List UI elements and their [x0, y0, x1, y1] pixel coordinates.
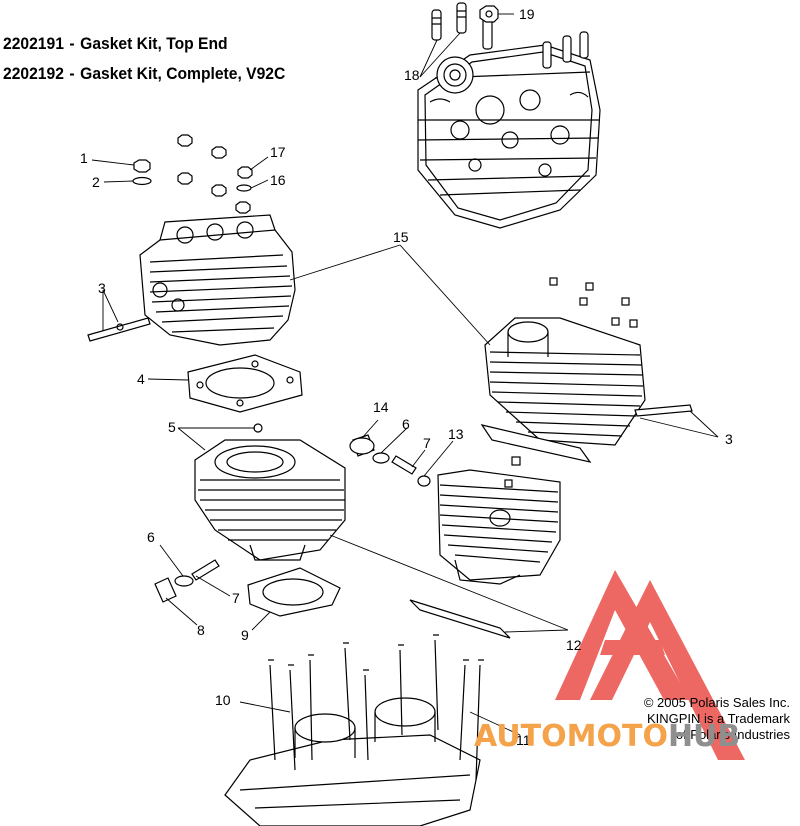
dowel-pin-3: [87, 317, 151, 342]
callout-10: 10: [215, 692, 231, 708]
copyright-block: © 2005 Polaris Sales Inc. KINGPIN is a T…: [644, 695, 790, 743]
kit-description: Gasket Kit, Top End: [80, 34, 228, 53]
kit-separator: -: [69, 34, 75, 53]
callout-11: 11: [516, 732, 531, 748]
rear-cylinder: [484, 277, 646, 446]
rear-cylinder-head: [417, 44, 601, 229]
copyright-line: © 2005 Polaris Sales Inc.: [643, 695, 790, 710]
watermark-text-part2: HUB: [667, 719, 741, 754]
stud-18: [431, 2, 589, 69]
callout-14: 14: [373, 399, 389, 415]
front-cylinder-head: [139, 214, 296, 346]
kit-line-top-end: 2202191-Gasket Kit, Top End: [3, 34, 228, 54]
callout-5: 5: [168, 419, 176, 435]
base-gasket-right: [480, 424, 592, 463]
dowel-pin-3-right: [634, 404, 693, 417]
callout-6: 6: [147, 529, 155, 545]
kit-separator: -: [69, 64, 75, 83]
callout-3: 3: [98, 280, 106, 296]
watermark-text: AUTOMOTOHUB: [474, 719, 740, 754]
kit-description: Gasket Kit, Complete, V92C: [80, 64, 286, 83]
callout-16: 16: [270, 172, 286, 188]
callout-2: 2: [92, 174, 100, 190]
crankcase-assembly: [224, 634, 484, 826]
rear-cylinder-lower: [437, 456, 561, 585]
callout-7: 7: [423, 435, 431, 451]
callout-1: 1: [80, 150, 88, 166]
callout-12: 12: [566, 637, 582, 653]
callout-8: 8: [197, 622, 205, 638]
callout-18: 18: [404, 67, 420, 83]
callout-15: 15: [393, 229, 409, 245]
callout-17: 17: [270, 144, 286, 160]
trademark-line: KINGPIN is a Trademark: [646, 711, 790, 726]
kit-number: 2202191: [3, 34, 64, 53]
watermark-text-part1: AUTOMOTO: [474, 719, 668, 754]
callout-19: 19: [519, 6, 535, 22]
leader-lines: [91, 13, 719, 736]
trademark-owner-line: of Polaris Industries: [675, 727, 790, 742]
callout-13: 13: [448, 426, 464, 442]
callout-9: 9: [241, 627, 249, 643]
kit-number: 2202192: [3, 64, 64, 83]
oil-fitting-parts-left: [154, 559, 220, 603]
callout-3: 3: [725, 431, 733, 447]
head-gasket-4: [187, 354, 303, 413]
callout-6: 6: [402, 416, 410, 432]
callout-4: 4: [137, 371, 145, 387]
watermark-logo: [555, 570, 745, 760]
callout-7: 7: [232, 590, 240, 606]
base-gasket-9: [247, 567, 341, 617]
base-gasket-12: [409, 599, 511, 639]
nut-19: [479, 5, 499, 23]
kit-line-complete: 2202192-Gasket Kit, Complete, V92C: [3, 64, 285, 84]
front-cylinder: [194, 423, 346, 561]
oil-fitting-parts: [349, 434, 431, 487]
head-nuts: [132, 134, 253, 214]
